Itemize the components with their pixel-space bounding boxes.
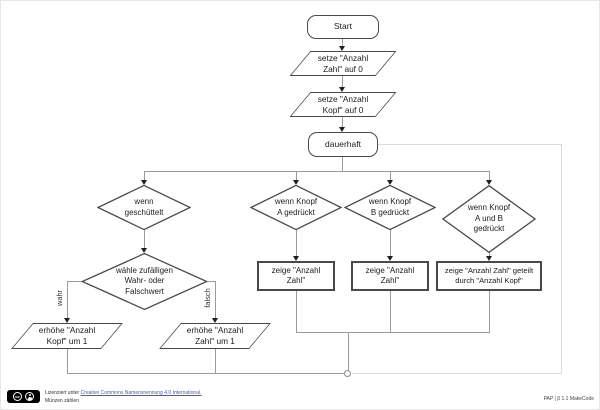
arrowhead-icon	[339, 87, 345, 92]
license-link[interactable]: Creative Commons Namensnennung 4.0 Inter…	[80, 390, 202, 396]
node-start-label: Start	[334, 21, 352, 32]
edge-line	[342, 157, 343, 171]
project-name: Münzen zählen	[45, 397, 79, 404]
node-label: wenn Knopf A gedrückt	[274, 197, 318, 217]
node-cond-shake: wenn geschüttelt	[97, 185, 191, 230]
node-label: wenn Knopf A und B gedrückt	[467, 203, 511, 234]
edge-line	[296, 291, 297, 332]
node-cond-button-a: wenn Knopf A gedrückt	[250, 185, 342, 230]
diamond-shape	[250, 185, 342, 230]
node-set-anzahl-kopf: setze "Anzahl Kopf" auf 0	[289, 92, 397, 117]
edge-line	[67, 281, 82, 282]
edge-line	[390, 230, 391, 256]
attribution-person-icon	[25, 392, 34, 401]
diamond-shape	[81, 253, 208, 310]
edge-line	[144, 230, 145, 248]
loopback-line	[378, 144, 562, 145]
node-show-ratio: zeige "Anzahl Zahl" geteilt durch "Anzah…	[436, 261, 542, 291]
node-label: wenn geschüttelt	[124, 197, 164, 217]
edge-line	[489, 291, 490, 332]
edge-line	[390, 291, 391, 332]
node-label: zeige "Anzahl Zahl"	[365, 265, 415, 285]
diamond-shape	[97, 185, 191, 230]
edge-line	[67, 373, 345, 374]
cc-by-badge: cc	[7, 390, 40, 403]
node-random-bool: wähle zufälligen Wahr- oder Falschwert	[81, 253, 208, 310]
node-label: wähle zufälligen Wahr- oder Falschwert	[116, 265, 173, 296]
edge-line	[296, 171, 297, 180]
edge-line	[348, 332, 349, 370]
node-label: setze "Anzahl Kopf" auf 0	[317, 93, 369, 115]
node-start: Start	[307, 15, 379, 39]
arrowhead-icon	[141, 248, 147, 253]
node-label: setze "Anzahl Zahl" auf 0	[317, 52, 369, 74]
edge-line	[67, 281, 68, 318]
node-label: dauerhaft	[325, 138, 361, 149]
edge-line	[215, 281, 216, 318]
edge-line	[67, 349, 68, 373]
arrowhead-icon	[486, 180, 492, 185]
diamond-shape	[442, 185, 536, 253]
edge-line	[144, 171, 145, 180]
node-label: zeige "Anzahl Zahl" geteilt durch "Anzah…	[444, 266, 534, 285]
edge-line	[342, 76, 343, 87]
arrowhead-icon	[212, 318, 218, 323]
app-version-label: PAP | β 1.1 MakeCode	[543, 396, 594, 402]
arrowhead-icon	[64, 318, 70, 323]
arrowhead-icon	[339, 46, 345, 51]
node-increment-kopf: erhöhe "Anzahl Kopf" um 1	[11, 323, 123, 349]
edge-line	[489, 171, 490, 180]
node-forever-loop: dauerhaft	[308, 132, 378, 157]
node-show-zahl-b: zeige "Anzahl Zahl"	[351, 261, 429, 291]
license-footer: cc Lizenziert unter Creative Commons Nam…	[7, 390, 201, 405]
license-prefix: Lizenziert unter	[45, 390, 81, 396]
loopback-line	[561, 144, 562, 374]
arrowhead-icon	[293, 180, 299, 185]
edge-line	[296, 230, 297, 256]
edge-label-true: wahr	[55, 289, 64, 307]
node-label: zeige "Anzahl Zahl"	[271, 265, 321, 285]
edge-line	[144, 171, 490, 172]
arrowhead-icon	[293, 256, 299, 261]
arrowhead-icon	[486, 256, 492, 261]
edge-line	[215, 349, 216, 373]
edge-line	[342, 117, 343, 127]
edge-line	[296, 332, 490, 333]
node-show-zahl-a: zeige "Anzahl Zahl"	[257, 261, 335, 291]
cc-icon: cc	[13, 392, 22, 401]
edge-line	[208, 281, 216, 282]
arrowhead-icon	[387, 256, 393, 261]
node-label: erhöhe "Anzahl Kopf" um 1	[38, 325, 96, 346]
node-label: wenn Knopf B gedrückt	[368, 197, 412, 217]
arrowhead-icon	[141, 180, 147, 185]
edge-line	[489, 253, 490, 256]
license-text: Lizenziert unter Creative Commons Namens…	[45, 390, 201, 405]
node-set-anzahl-zahl: setze "Anzahl Zahl" auf 0	[289, 51, 397, 76]
diamond-shape	[344, 185, 436, 230]
arrowhead-icon	[387, 180, 393, 185]
arrowhead-icon	[339, 127, 345, 132]
loopback-line	[352, 373, 562, 374]
junction-circle	[344, 370, 351, 377]
node-label: erhöhe "Anzahl Zahl" um 1	[186, 325, 244, 346]
edge-line	[390, 171, 391, 180]
node-cond-button-b: wenn Knopf B gedrückt	[344, 185, 436, 230]
node-cond-button-a-and-b: wenn Knopf A und B gedrückt	[442, 185, 536, 253]
edge-line	[342, 38, 343, 47]
node-increment-zahl: erhöhe "Anzahl Zahl" um 1	[159, 323, 271, 349]
